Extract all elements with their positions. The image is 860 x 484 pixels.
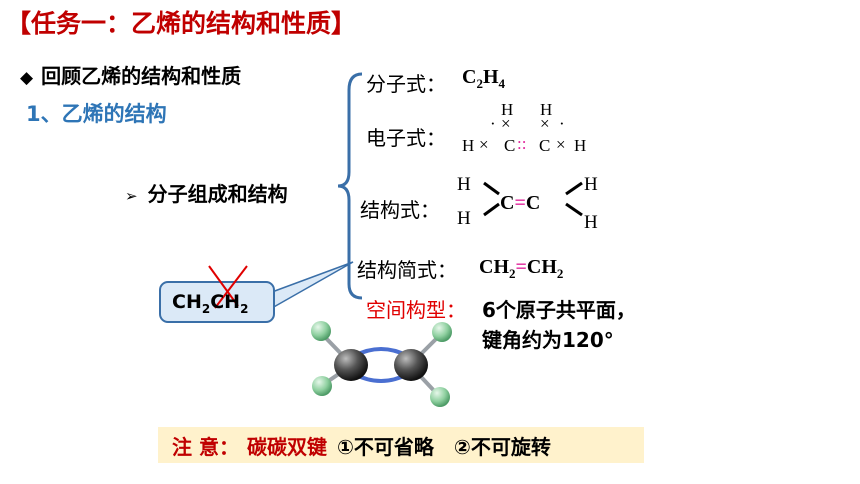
electron-shared-pairs: :: <box>517 134 527 153</box>
struct-h-topright: H <box>584 174 598 195</box>
hydrogen-atom <box>312 376 332 396</box>
struct-carbon-chain: C=C <box>500 192 541 214</box>
bond-line <box>483 181 500 196</box>
red-cross-line-1 <box>208 265 239 307</box>
simplified-formula-label: 结构简式： <box>357 258 457 282</box>
note-label: 注 意： <box>172 434 239 459</box>
electron-cross: × <box>479 135 489 154</box>
bond-line <box>483 202 500 217</box>
struct-h-bottomleft: H <box>457 208 471 229</box>
callout-box <box>159 281 275 323</box>
struct-h-topleft: H <box>457 174 471 195</box>
spatial-line1: 6个原子共平面， <box>482 298 636 322</box>
arrow-bullet-icon: ➢ <box>125 187 138 205</box>
spatial-line2: 键角约为120° <box>482 328 614 352</box>
note-box: 注 意： 碳碳双键 ①不可省略 ②不可旋转 <box>158 427 644 463</box>
bond-line <box>565 181 583 196</box>
carbon-atom <box>334 349 368 381</box>
arrow-item-text: 分子组成和结构 <box>147 182 288 206</box>
curly-brace <box>337 72 363 300</box>
electron-cross: × <box>540 114 550 133</box>
bullet-text: 回顾乙烯的结构和性质 <box>41 64 242 88</box>
struct-h-bottomright: H <box>584 212 598 233</box>
note-text: 碳碳双键 <box>246 434 327 459</box>
electron-formula-label: 电子式： <box>366 126 446 150</box>
red-cross-line-2 <box>214 265 248 309</box>
molecular-formula: C2H4 <box>462 66 506 91</box>
hydrogen-atom <box>432 322 452 342</box>
bond-line <box>565 202 583 217</box>
section-bullet: ◆ 回顾乙烯的结构和性质 <box>20 60 241 89</box>
structural-formula-label: 结构式： <box>360 198 440 222</box>
spatial-label: 空间构型： <box>366 298 466 322</box>
electron-c1: C <box>504 136 516 155</box>
page-title: 【任务一：乙烯的结构和性质】 <box>6 9 357 38</box>
diamond-icon: ◆ <box>20 68 34 88</box>
electron-cross: × <box>501 114 511 133</box>
hydrogen-atom <box>311 321 331 341</box>
electron-bottom-h-left: H <box>462 136 475 155</box>
note-item-2: ②不可旋转 <box>453 434 551 459</box>
simplified-formula: CH2=CH2 <box>479 256 564 281</box>
electron-cross: × <box>556 135 566 154</box>
electron-dot: · <box>490 114 496 133</box>
callout-formula: CH2CH2 <box>172 291 249 316</box>
electron-top-h1: H <box>501 100 514 119</box>
electron-c2: C <box>539 136 551 155</box>
ethylene-ball-model <box>311 321 452 407</box>
subheading: 1、乙烯的结构 <box>26 102 167 126</box>
callout-pointer <box>271 261 354 310</box>
carbon-atom <box>394 349 428 381</box>
molecular-formula-label: 分子式： <box>366 72 446 96</box>
arrow-item: ➢ 分子组成和结构 <box>125 178 288 207</box>
note-item-1: ①不可省略 <box>336 434 434 459</box>
electron-top-h2: H <box>540 100 553 119</box>
electron-dot: · <box>559 114 565 133</box>
electron-bottom-h-right: H <box>574 136 587 155</box>
hydrogen-atom <box>430 387 450 407</box>
